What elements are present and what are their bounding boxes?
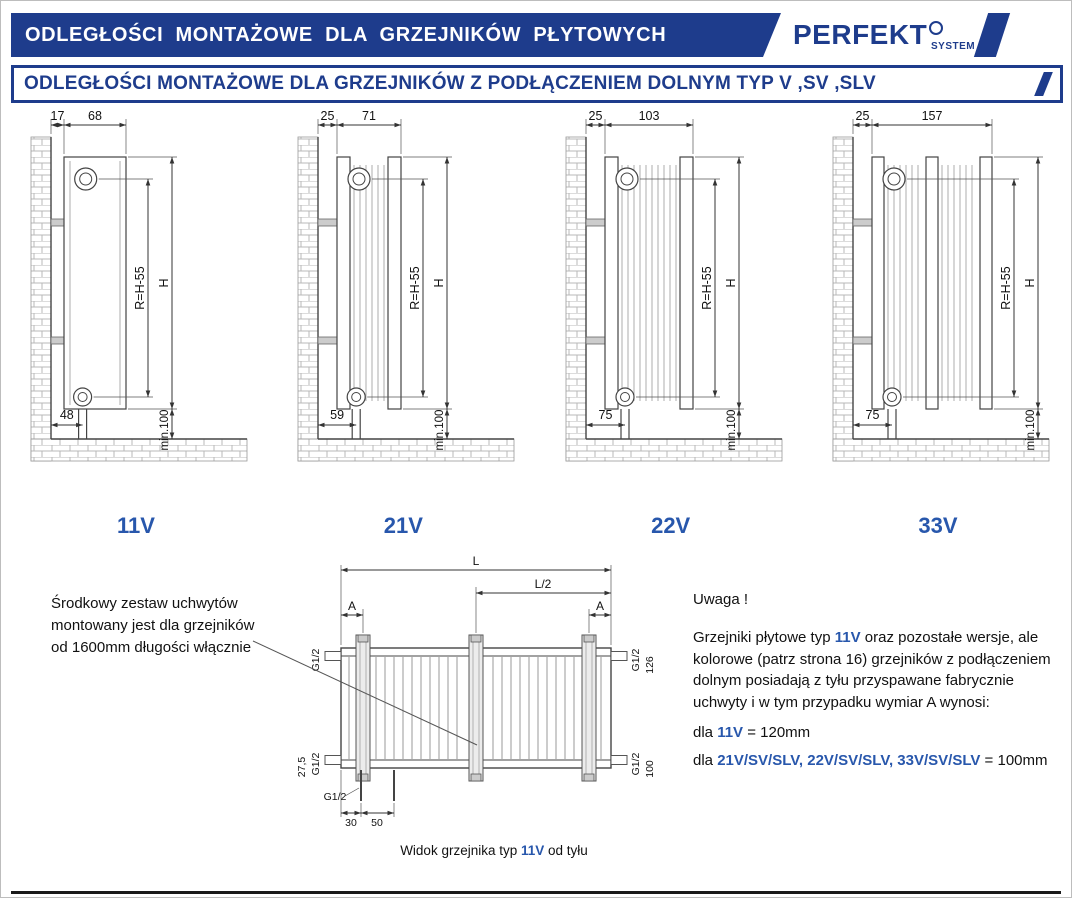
text-segment-accent: 11V [834,628,861,646]
subheader: ODLEGŁOŚCI MONTAŻOWE DLA GRZEJNIKÓW Z PO… [11,65,1063,103]
svg-text:G1/2: G1/2 [324,791,347,803]
svg-text:G1/2: G1/2 [630,648,642,671]
svg-text:25: 25 [321,109,335,123]
svg-text:17: 17 [51,109,65,123]
diagram-21v-label: 21V [383,513,423,538]
svg-text:min.100: min.100 [726,410,738,451]
svg-text:157: 157 [922,109,943,123]
svg-text:min.100: min.100 [434,410,446,451]
svg-text:R=H-55: R=H-55 [700,266,714,309]
svg-text:A: A [596,599,604,613]
svg-text:Widok grzejnika typ 11V od tył: Widok grzejnika typ 11V od tyłu [400,843,588,858]
text-segment: oraz pozostałe wersje, ale kolorowe (pat… [693,628,1051,711]
diagram-11v-label: 11V [117,513,155,538]
svg-text:H: H [724,278,738,287]
svg-text:G1/2: G1/2 [630,752,642,775]
diagram-33v-label: 33V [918,513,958,538]
svg-text:71: 71 [362,109,376,123]
header-bar: ODLEGŁOŚCI MONTAŻOWE DLA GRZEJNIKÓW PŁYT… [11,13,781,57]
text-segment: dla [693,723,718,741]
text-segment-accent: 11V [717,723,744,741]
svg-text:27,5: 27,5 [296,757,308,778]
subheader-title: ODLEGŁOŚCI MONTAŻOWE DLA GRZEJNIKÓW Z PO… [24,73,876,94]
brackets-note: Środkowy zestaw uchwytów montowany jest … [51,593,286,658]
svg-text:H: H [157,278,171,287]
brackets-note-line: od 1600mm długości włącznie [51,638,252,656]
svg-text:25: 25 [588,109,602,123]
svg-text:L/2: L/2 [535,577,552,591]
warning-title: Uwaga ! [693,591,749,608]
page-bottom-rule [11,891,1061,894]
svg-text:R=H-55: R=H-55 [999,266,1013,309]
svg-text:59: 59 [330,408,344,422]
brand-subtitle: SYSTEM [931,41,976,52]
brackets-note-line: Środkowy zestaw uchwytów [51,595,238,612]
svg-text:68: 68 [88,109,102,123]
svg-text:100: 100 [644,760,656,778]
svg-text:G1/2: G1/2 [310,648,322,671]
warning-paragraph: Grzejniki płytowe typ 11V oraz pozostałe… [693,627,1071,714]
svg-text:126: 126 [644,656,656,674]
svg-text:H: H [432,278,446,287]
registered-mark-icon [929,21,944,35]
svg-text:50: 50 [371,817,383,829]
bottom-section: Środkowy zestaw uchwytów montowany jest … [11,553,1063,891]
text-segment: = 120mm [743,723,811,741]
svg-text:R=H-55: R=H-55 [408,266,422,309]
text-segment-accent: 21V/SV/SLV, 22V/SV/SLV, 33V/SV/SLV [717,751,981,769]
warning-line-11v: dla 11V = 120mm [693,722,1071,744]
text-segment: = 100mm [980,751,1048,769]
warning-note: Uwaga ! Grzejniki płytowe typ 11V oraz p… [693,589,1071,771]
brand-name: PERFEKT [793,19,928,50]
warning-line-types: dla 21V/SV/SLV, 22V/SV/SLV, 33V/SV/SLV =… [693,750,1071,772]
brackets-note-line: montowany jest dla grzejników [51,616,255,634]
text-segment: Grzejniki płytowe typ [693,628,835,646]
diagram-22v-label: 22V [651,513,691,538]
svg-text:min.100: min.100 [159,410,171,451]
svg-text:48: 48 [60,408,74,422]
svg-text:H: H [1023,278,1037,287]
subheader-accent-shape [1034,72,1053,96]
brand-logo: PERFEKT SYSTEM [793,19,993,57]
svg-text:30: 30 [345,817,357,829]
svg-text:75: 75 [598,408,612,422]
text-segment: dla [693,751,718,769]
svg-text:A: A [348,599,356,613]
svg-text:R=H-55: R=H-55 [133,266,147,309]
svg-text:min.100: min.100 [1025,410,1037,451]
svg-text:L: L [473,554,480,568]
page-title: ODLEGŁOŚCI MONTAŻOWE DLA GRZEJNIKÓW PŁYT… [25,23,667,46]
svg-text:25: 25 [856,109,870,123]
header: ODLEGŁOŚCI MONTAŻOWE DLA GRZEJNIKÓW PŁYT… [1,13,1071,57]
svg-text:G1/2: G1/2 [310,752,322,775]
svg-text:75: 75 [866,408,880,422]
svg-text:103: 103 [638,109,659,123]
